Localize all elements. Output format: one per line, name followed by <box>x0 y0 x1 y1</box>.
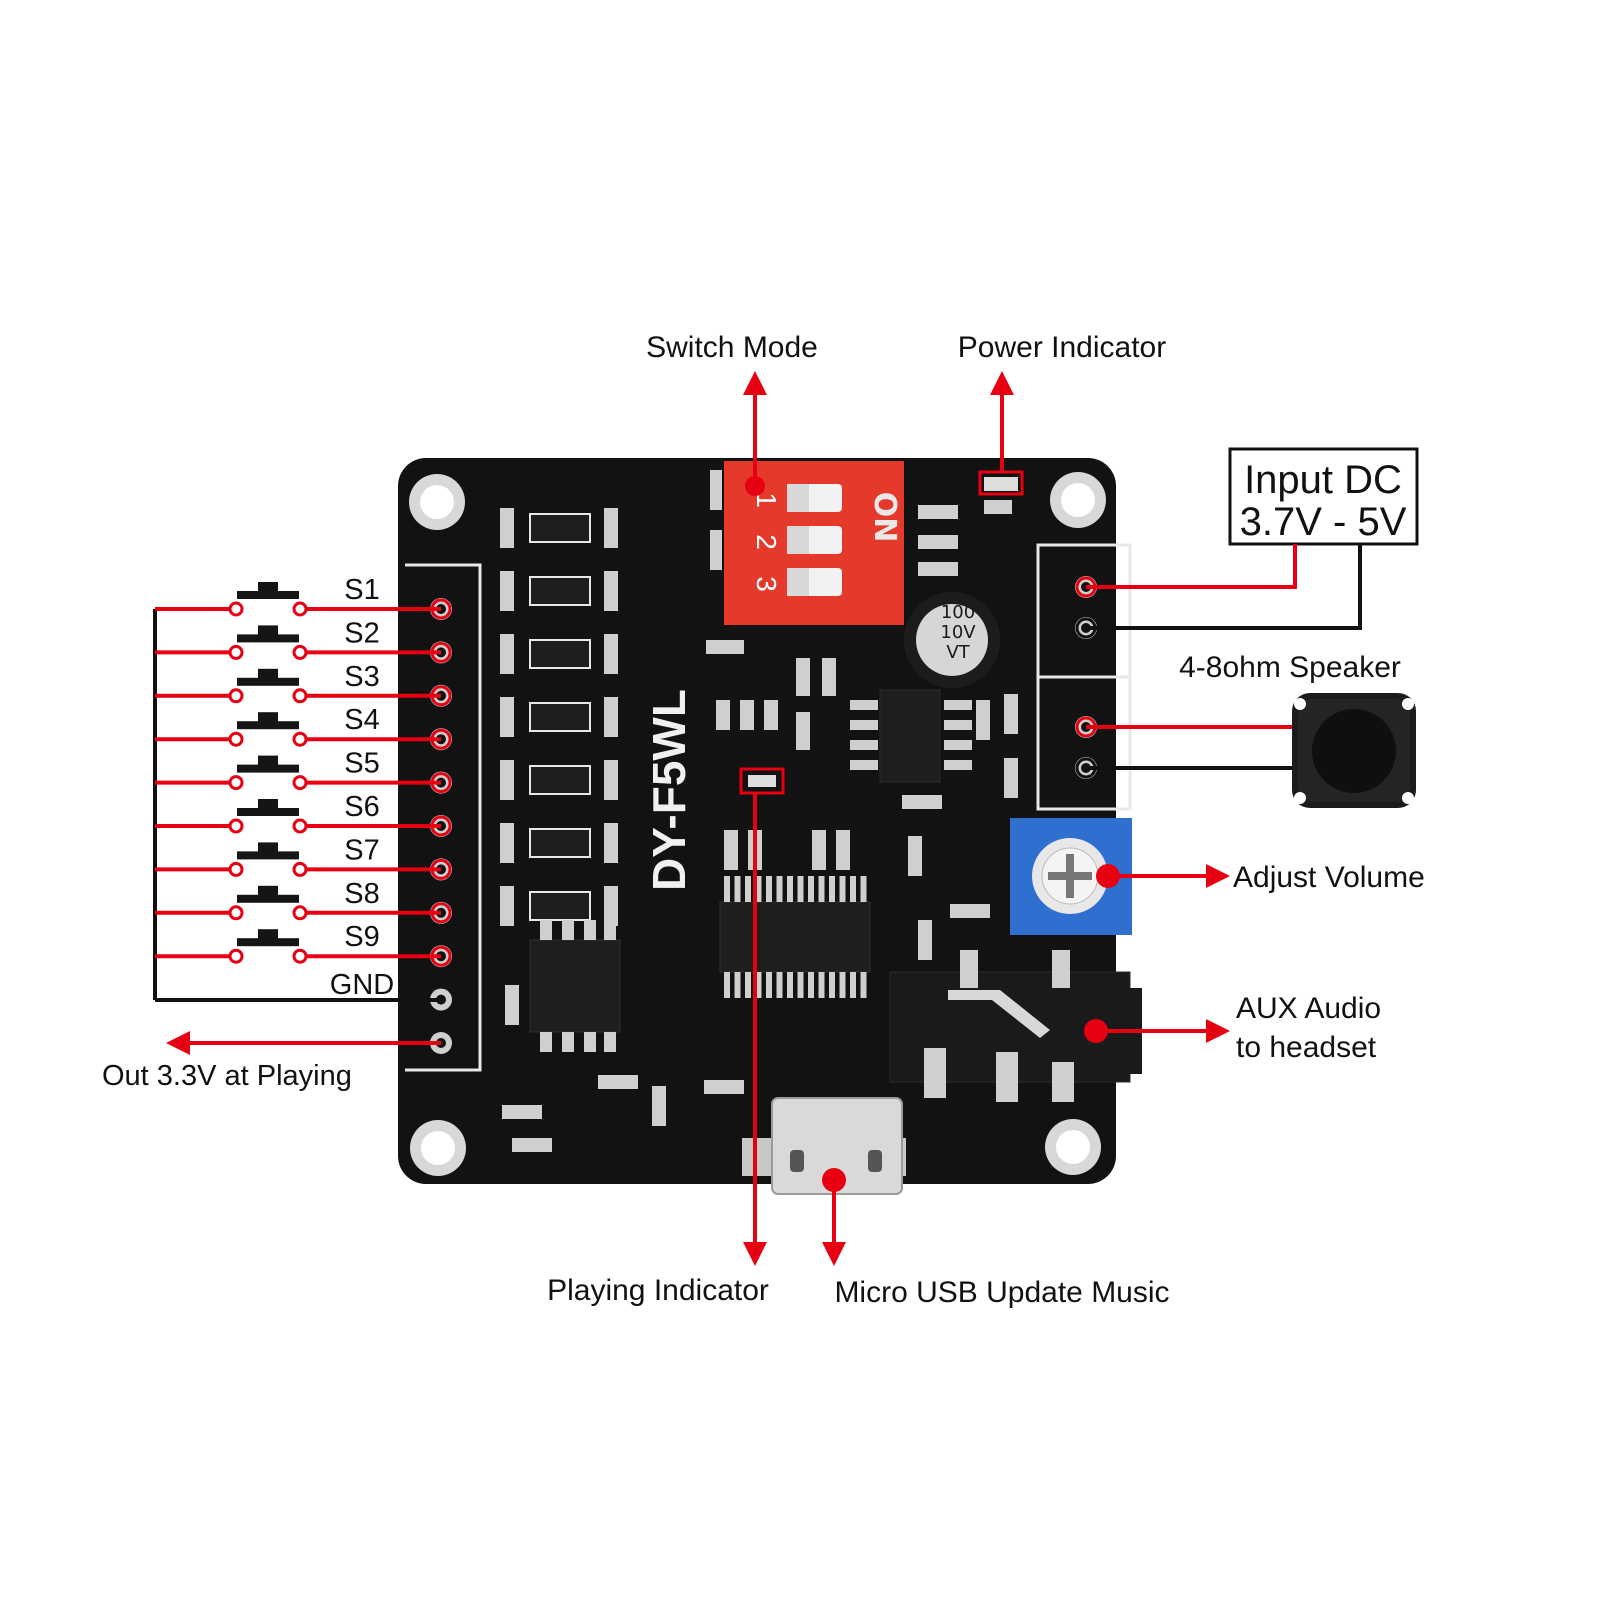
input-dc-line1: Input DC <box>1244 458 1402 502</box>
button-row-s7: S7 <box>155 834 452 880</box>
button-row-s5: S5 <box>155 748 452 794</box>
push-button-icon <box>237 712 299 730</box>
button-row-s3: S3 <box>155 661 452 707</box>
button-label-s5: S5 <box>344 748 379 780</box>
button-row-s1: S1 <box>155 574 452 620</box>
button-label-s8: S8 <box>344 878 379 910</box>
playing-led-highlight <box>739 767 785 795</box>
capacitor-line-3: VT <box>946 642 970 663</box>
ic-pins <box>724 876 867 998</box>
board-model-label: DY-F5WL <box>643 689 695 891</box>
button-label-s4: S4 <box>344 704 379 736</box>
button-row-s2: S2 <box>155 617 452 663</box>
speaker-label: 4-8ohm Speaker <box>1179 651 1401 684</box>
button-row-s4: S4 <box>155 704 452 750</box>
button-label-s9: S9 <box>344 921 379 953</box>
push-button-icon <box>237 842 299 860</box>
button-label-s7: S7 <box>344 834 379 866</box>
dip-number-1: 1 <box>751 492 782 508</box>
capacitor-line-2: 10V <box>940 622 976 643</box>
push-button-icon <box>237 799 299 816</box>
gnd-label: GND <box>330 969 394 1001</box>
micro-usb-label: Micro USB Update Music <box>834 1276 1169 1309</box>
dip-number-2: 2 <box>751 534 782 550</box>
aux-line1: AUX Audio <box>1236 992 1381 1025</box>
micro-usb-port-icon <box>742 1097 906 1195</box>
capacitor-icon: 100 10V VT <box>904 592 1000 688</box>
dip-on-label: ON <box>867 492 902 543</box>
smd-components <box>500 508 618 926</box>
out-33v-label: Out 3.3V at Playing <box>102 1060 352 1092</box>
mounting-hole-icon <box>409 472 1106 1176</box>
push-button-icon <box>237 929 299 947</box>
dip-switch-icon: ON 1 2 3 <box>724 461 904 625</box>
push-button-icon <box>237 582 299 599</box>
push-button-icon <box>237 668 299 686</box>
power-indicator-label: Power Indicator <box>958 331 1166 364</box>
dip-number-3: 3 <box>751 576 782 592</box>
aux-line2: to headset <box>1236 1031 1377 1064</box>
button-row-s6: S6 <box>155 791 452 837</box>
button-row-s8: S8 <box>155 878 452 924</box>
push-button-icon <box>237 625 299 643</box>
input-dc-line2: 3.7V - 5V <box>1240 500 1407 544</box>
button-label-s3: S3 <box>344 661 379 693</box>
capacitor-line-1: 100 <box>941 602 975 623</box>
push-button-icon <box>237 885 299 903</box>
adjust-volume-label: Adjust Volume <box>1233 861 1425 894</box>
input-dc-box <box>1228 447 1419 546</box>
button-label-s1: S1 <box>344 574 379 606</box>
button-label-s6: S6 <box>344 791 379 823</box>
pcb-board: ON 1 2 3 100 10V VT <box>398 458 1142 1195</box>
push-button-icon <box>237 755 299 773</box>
button-row-s9: S9 <box>155 921 452 967</box>
button-label-s2: S2 <box>344 617 379 649</box>
speaker-icon <box>1292 693 1416 808</box>
switch-mode-label: Switch Mode <box>646 331 818 364</box>
playing-indicator-label: Playing Indicator <box>547 1274 769 1307</box>
